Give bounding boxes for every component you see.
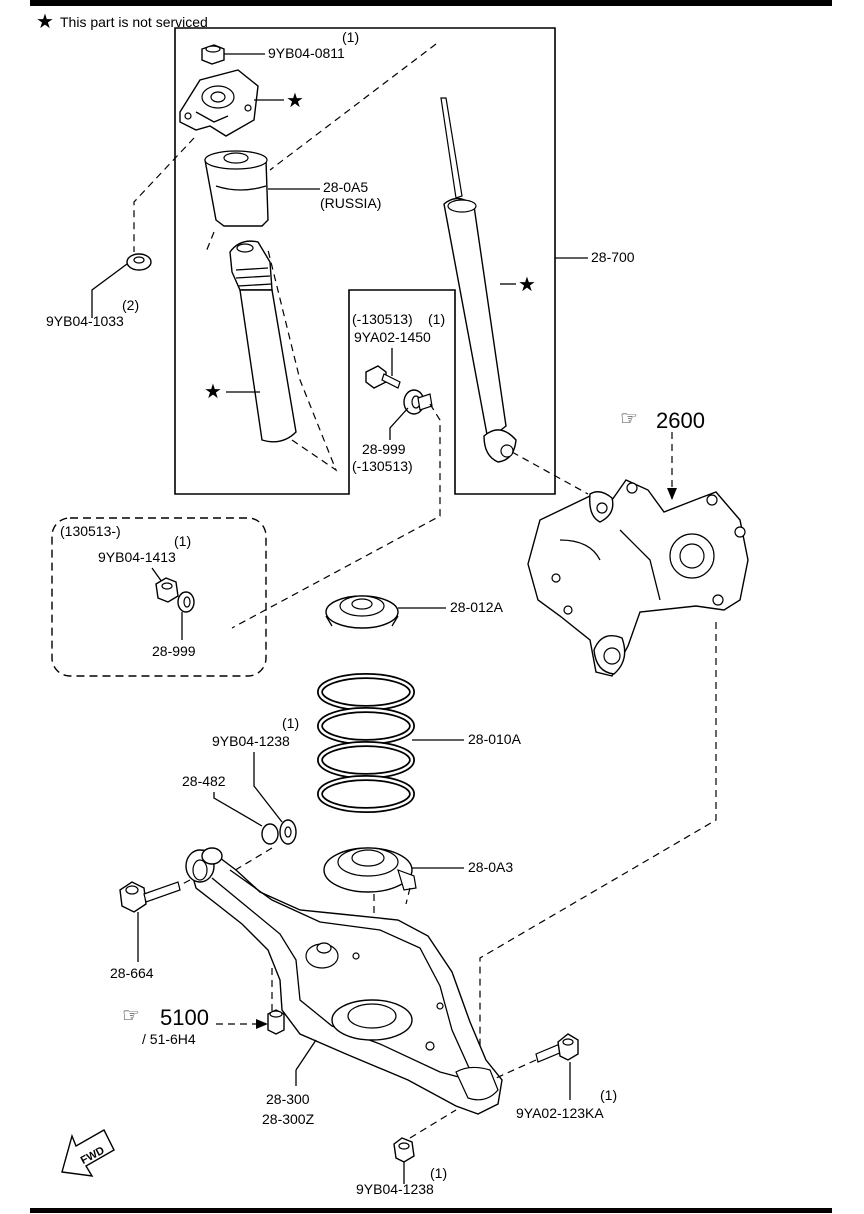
bushing-icon (261, 819, 297, 845)
rear-nut-icon (393, 1137, 415, 1163)
c4-qty: (2) (122, 297, 139, 313)
c17-part: 28-300 (266, 1091, 310, 1107)
c17-part2: 28-300Z (262, 1111, 315, 1127)
lower-arm-icon (185, 847, 503, 1115)
c19-part: 9YB04-1238 (356, 1181, 434, 1197)
bottom-rule (30, 1208, 832, 1213)
top-rule (30, 0, 832, 6)
bolt-icon (365, 365, 401, 389)
legend-star-icon: ★ (36, 11, 54, 33)
later-washer-icon (177, 591, 195, 613)
c16-ref: 5100 (160, 1005, 209, 1030)
c2-part: 28-0A5 (323, 179, 368, 195)
c8-part: 9YB04-1413 (98, 549, 176, 565)
flange-nut-icon (155, 577, 179, 603)
c16-pointer-icon: ☞ (122, 1005, 140, 1027)
fwd-arrow-icon: FWD (61, 1129, 115, 1177)
c7-ref: 2600 (656, 408, 705, 433)
c5-part: 9YA02-1450 (354, 329, 431, 345)
c6-part: 28-999 (362, 441, 406, 457)
c3-part: 28-700 (591, 249, 635, 265)
knuckle-icon (527, 479, 749, 677)
c6-cond: (-130513) (352, 458, 413, 474)
c2-note: (RUSSIA) (320, 195, 381, 211)
c15-part: 28-664 (110, 965, 154, 981)
c18-part: 9YA02-123KA (516, 1105, 604, 1121)
c4-part: 9YB04-1033 (46, 313, 124, 329)
washer-icon (126, 253, 152, 271)
stabilizer-link-icon (267, 1009, 285, 1035)
c9-part: 28-999 (152, 643, 196, 659)
shock-group-frame (174, 27, 556, 495)
c12-part: 28-010A (468, 731, 522, 747)
dust-boot-icon (229, 240, 297, 443)
c5-cond: (-130513) (352, 311, 413, 327)
c11-qty: (1) (282, 715, 299, 731)
c8-qty: (1) (174, 533, 191, 549)
c19-qty: (1) (430, 1165, 447, 1181)
upper-mount-icon (179, 69, 259, 137)
c14-part: 28-0A3 (468, 859, 513, 875)
shock-absorber-icon (440, 97, 517, 463)
coil-spring-icon (317, 644, 415, 813)
c5-qty: (1) (428, 311, 445, 327)
c7-pointer-icon: ☞ (620, 408, 638, 430)
c16-sub: / 51-6H4 (142, 1031, 196, 1047)
c11-part: 9YB04-1238 (212, 733, 290, 749)
rear-bolt-icon (535, 1033, 579, 1063)
dust-boot-star-icon: ★ (204, 381, 222, 403)
upper-nut-icon (201, 44, 225, 65)
c1-part: 9YB04-0811 (268, 45, 345, 61)
legend-note: This part is not serviced (60, 14, 208, 30)
lower-spring-seat-icon (323, 847, 417, 893)
upper-mount-star-icon: ★ (286, 90, 304, 112)
bump-cup-icon (204, 150, 269, 227)
c1-qty: (1) (342, 29, 359, 45)
c10-part: 28-012A (450, 599, 504, 615)
shock-washer-icon (403, 389, 433, 415)
c8-cond: (130513-) (60, 523, 121, 539)
arm-bolt-icon (119, 881, 181, 913)
c18-qty: (1) (600, 1087, 617, 1103)
upper-spring-seat-icon (325, 595, 399, 629)
c13-part: 28-482 (182, 773, 226, 789)
later-fastener-box (51, 517, 267, 677)
shock-star-icon: ★ (518, 274, 536, 296)
